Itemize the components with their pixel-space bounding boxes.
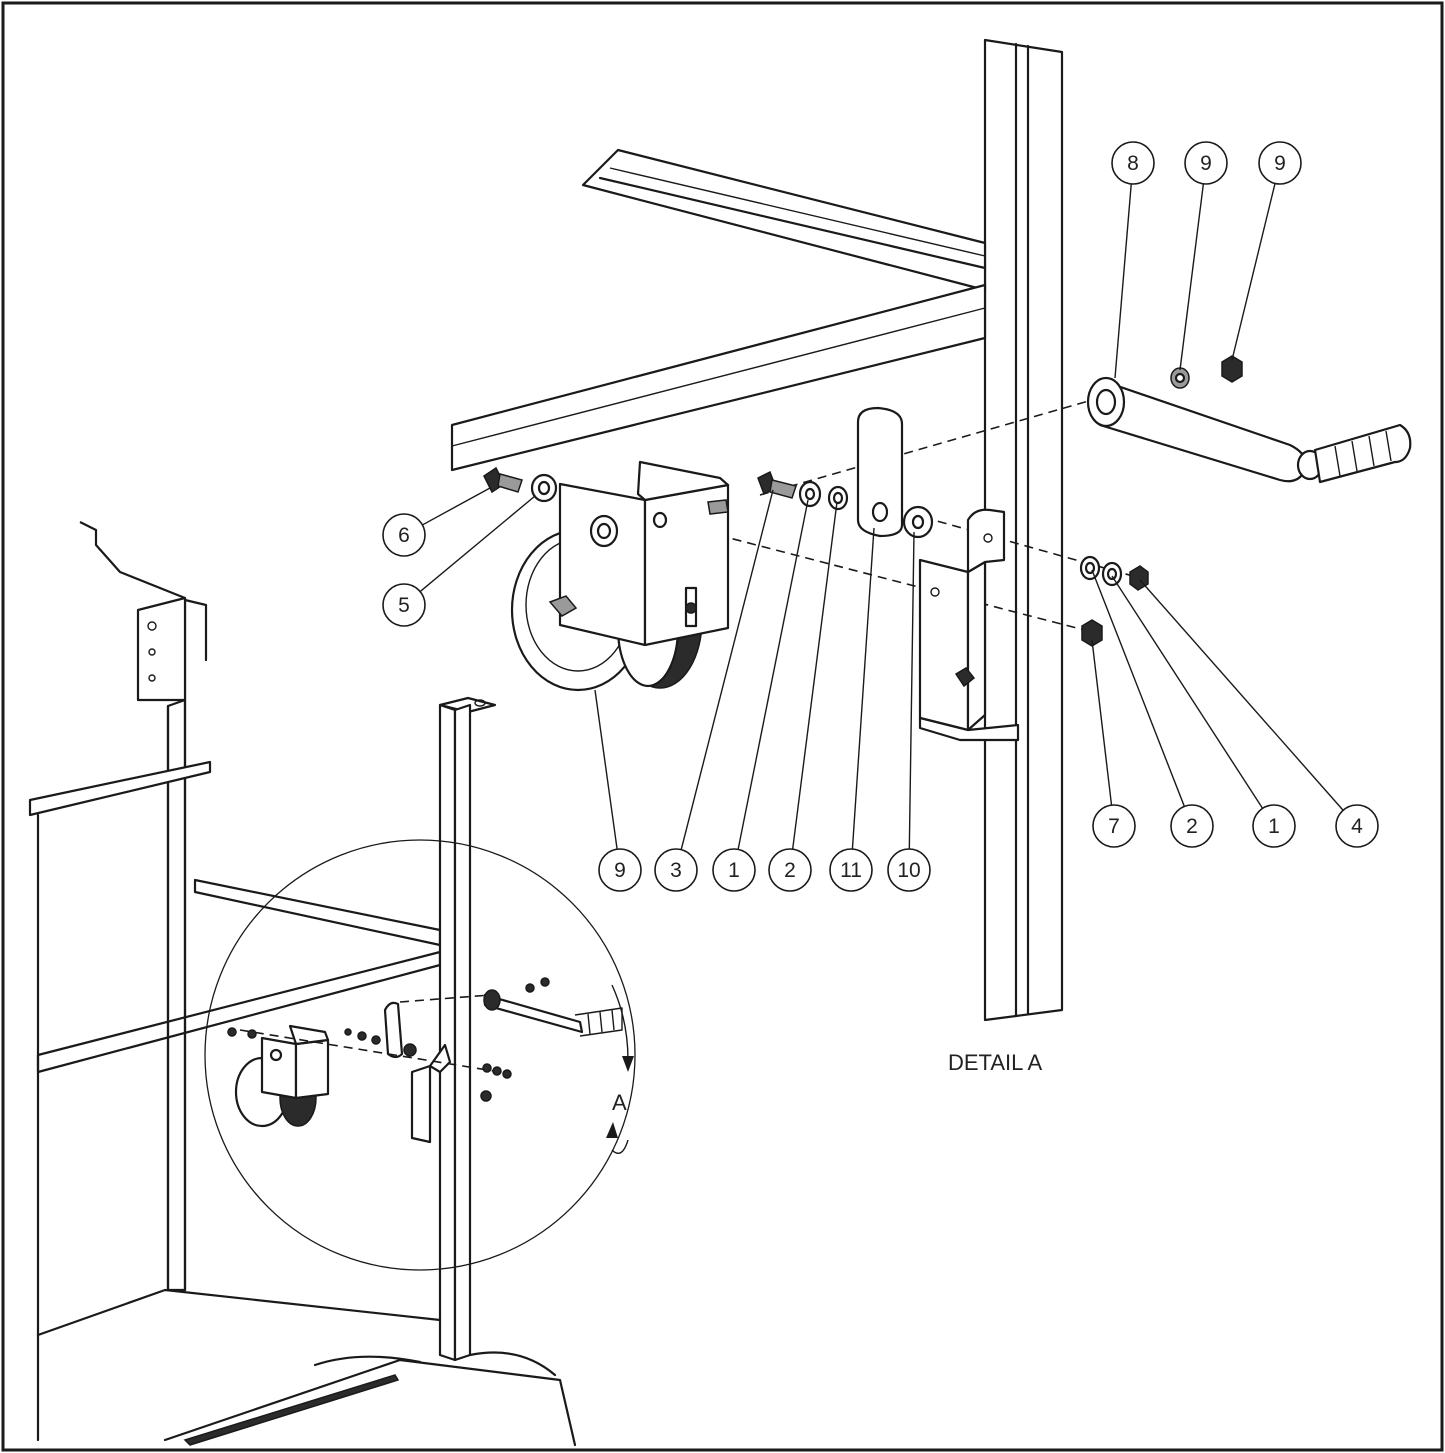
- callout-c-7: 7: [1091, 639, 1136, 848]
- nut-part-9: [1221, 355, 1243, 383]
- miniature-winch-assembly: [227, 977, 623, 1144]
- vertical-post: [983, 38, 1064, 1022]
- callout-number: 1: [728, 859, 740, 882]
- callout-leader-line: [1139, 579, 1344, 811]
- upper-rail: [581, 148, 987, 292]
- callout-bubble: [598, 848, 642, 892]
- callout-leader-line: [1091, 639, 1113, 806]
- callout-bubble: [1092, 804, 1136, 848]
- callout-number: 10: [897, 859, 920, 882]
- plate-part-11: [856, 406, 904, 538]
- callout-number: 11: [840, 859, 862, 882]
- callout-leader-line: [908, 531, 915, 850]
- mounting-bracket: [918, 508, 1020, 742]
- callout-bubble: [1252, 804, 1296, 848]
- callout-c-4: 4: [1139, 579, 1379, 848]
- callout-bubble: [654, 848, 698, 892]
- front-post: [438, 696, 497, 1362]
- view-arrow-upper: [611, 984, 629, 1061]
- callout-leader-line: [791, 501, 838, 850]
- lower-rail: [450, 283, 987, 472]
- bolt-part-3: [757, 470, 797, 499]
- detail-a-view: [450, 38, 1412, 1022]
- callout-number: 2: [784, 859, 796, 882]
- platform-rails: [28, 760, 442, 1442]
- callout-c-1a: 1: [712, 499, 809, 892]
- callout-c-10: 10: [887, 531, 931, 892]
- callout-bubble: [382, 583, 426, 627]
- callout-c-8: 8: [1111, 141, 1155, 379]
- callout-c-5: 5: [382, 495, 536, 627]
- callout-bubble: [768, 848, 812, 892]
- callout-leader-line: [1179, 183, 1205, 371]
- callout-number: 3: [670, 859, 682, 882]
- platform-base: [36, 1288, 577, 1447]
- callout-number: 6: [398, 524, 410, 547]
- crank-handle-part-8: [1086, 376, 1412, 484]
- callout-leader-line: [419, 495, 536, 593]
- callout-bubble: [712, 848, 756, 892]
- detail-callout-circle: [204, 839, 636, 1271]
- callout-number: 9: [1274, 152, 1286, 175]
- callout-c-11: 11: [829, 527, 875, 892]
- washer-part-1-left: [798, 480, 822, 508]
- callout-number: 7: [1108, 815, 1120, 838]
- callout-leader-line: [680, 489, 774, 850]
- callout-c-9b: 9: [1231, 141, 1302, 361]
- callout-number: 1: [1268, 815, 1280, 838]
- callout-leader-line: [1231, 183, 1276, 361]
- view-marker-a: A: [612, 1090, 627, 1115]
- winch-part-9: [510, 460, 730, 692]
- callout-leader-line: [594, 689, 618, 850]
- callout-leader-line: [1091, 569, 1186, 807]
- lock-washer-part-9: [1170, 367, 1190, 389]
- callout-c-2a: 2: [768, 501, 838, 892]
- callout-number: 8: [1127, 152, 1139, 175]
- callout-bubble: [382, 513, 426, 557]
- callout-c-1b: 1: [1111, 575, 1296, 848]
- callout-number: 9: [1200, 152, 1212, 175]
- callout-number: 9: [614, 859, 626, 882]
- callout-leader-line: [1111, 575, 1264, 809]
- callout-c-2b: 2: [1091, 569, 1214, 848]
- view-arrowhead-upper: [622, 1056, 634, 1072]
- lock-washer-part-2-left: [827, 485, 849, 511]
- callout-leader-line: [422, 487, 491, 526]
- callout-bubble: [1170, 804, 1214, 848]
- callout-leader-line: [737, 499, 809, 850]
- callout-leader-line: [851, 527, 875, 850]
- washer-part-1-right: [1101, 561, 1123, 587]
- callout-bubble: [1184, 141, 1228, 185]
- callout-c-3: 3: [654, 489, 774, 892]
- view-arrowhead-lower: [606, 1122, 618, 1138]
- callout-bubble: [1111, 141, 1155, 185]
- rear-post: [79, 521, 208, 1292]
- washer-part-2-right: [1079, 555, 1101, 581]
- callout-number: 4: [1351, 815, 1363, 838]
- nut-part-7: [1081, 619, 1103, 647]
- callout-bubble: [1335, 804, 1379, 848]
- assembly-axis-upper: [759, 399, 1093, 496]
- washer-part-5: [530, 473, 558, 503]
- callout-number: 5: [398, 594, 410, 617]
- callout-number: 2: [1186, 815, 1198, 838]
- bolt-part-6: [483, 466, 523, 494]
- callout-bubble: [829, 848, 873, 892]
- callout-bubble: [887, 848, 931, 892]
- overview-view: A: [28, 521, 636, 1447]
- callout-c-9a: 9: [1179, 141, 1228, 371]
- callout-c-6: 6: [382, 487, 491, 557]
- view-arrow-lower: [611, 1139, 629, 1154]
- callout-leader-line: [1114, 183, 1132, 379]
- spacer-part-10: [902, 505, 934, 539]
- callout-c-9c: 9: [594, 689, 642, 892]
- callout-bubble: [1258, 141, 1302, 185]
- detail-title: DETAIL A: [948, 1050, 1042, 1075]
